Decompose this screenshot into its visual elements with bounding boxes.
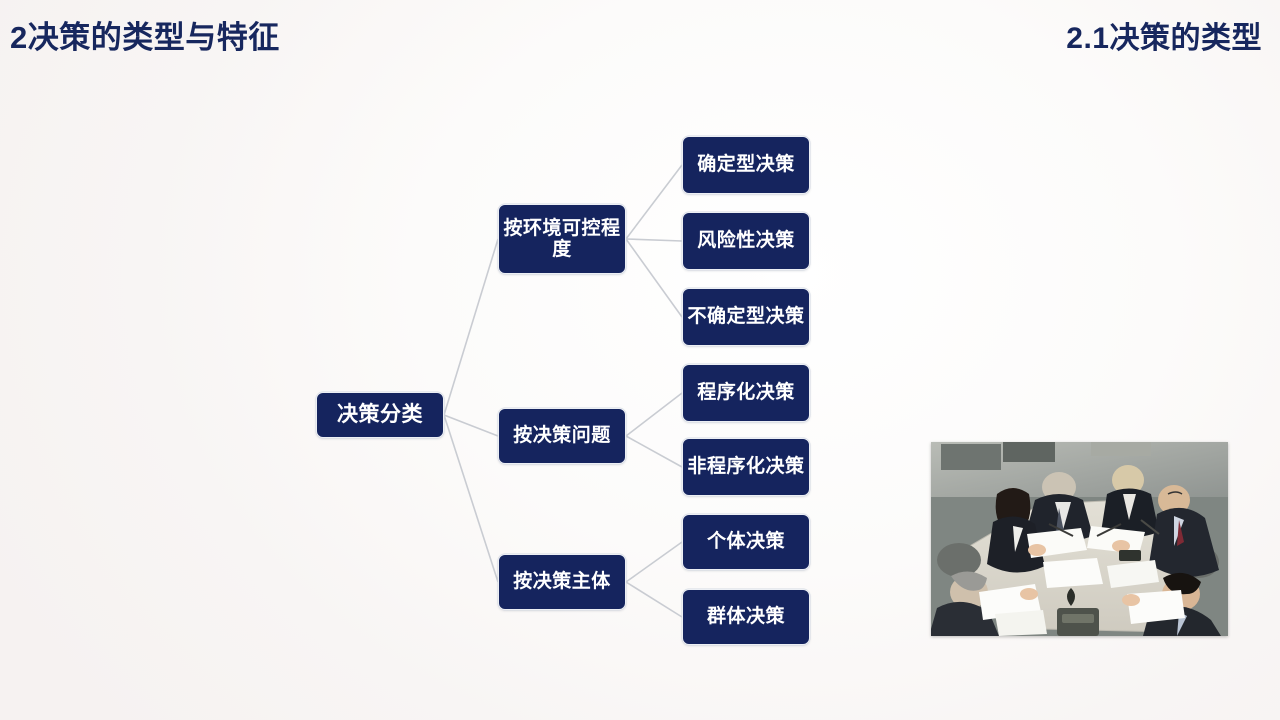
mindmap-leaf-node-1-1[interactable]: 非程序化决策 [682, 438, 810, 496]
mindmap-branch-node-2-label: 按决策主体 [513, 571, 611, 593]
mindmap-leaf-node-0-1[interactable]: 风险性决策 [682, 212, 810, 270]
connector-branch-1-leaf-1 [625, 435, 683, 468]
connector-branch-2-leaf-0 [625, 541, 683, 583]
mindmap-leaf-node-1-0-label: 程序化决策 [697, 382, 795, 404]
mindmap-branch-node-1-label: 按决策问题 [513, 425, 611, 447]
mindmap-leaf-node-0-2[interactable]: 不确定型决策 [682, 288, 810, 346]
connector-branch-0-leaf-0 [625, 164, 683, 240]
connector-root-branch-2 [443, 414, 499, 583]
mindmap-branch-node-2[interactable]: 按决策主体 [498, 554, 626, 610]
business-meeting-photo [931, 442, 1228, 636]
meeting-illustration [931, 442, 1228, 636]
mindmap-leaf-node-2-1[interactable]: 群体决策 [682, 589, 810, 645]
mindmap-leaf-node-0-1-label: 风险性决策 [697, 230, 795, 252]
mindmap-leaf-node-1-0[interactable]: 程序化决策 [682, 364, 810, 422]
connector-root-branch-1 [443, 414, 499, 437]
mindmap-root-node[interactable]: 决策分类 [316, 392, 444, 438]
connector-root-branch-0 [443, 238, 499, 416]
page-title: 2决策的类型与特征 [10, 20, 280, 55]
mindmap-leaf-node-1-1-label: 非程序化决策 [687, 456, 805, 478]
mindmap-branch-node-0[interactable]: 按环境可控程度 [498, 204, 626, 274]
connector-branch-0-leaf-1 [625, 238, 683, 242]
mindmap-root-node-label: 决策分类 [337, 403, 423, 427]
mindmap-branch-node-1[interactable]: 按决策问题 [498, 408, 626, 464]
connector-branch-2-leaf-1 [625, 581, 683, 618]
connector-branch-0-leaf-2 [625, 238, 683, 318]
mindmap-leaf-node-2-1-label: 群体决策 [706, 606, 785, 628]
mindmap-leaf-node-0-0[interactable]: 确定型决策 [682, 136, 810, 194]
section-title: 2.1决策的类型 [1066, 22, 1262, 55]
mindmap-leaf-node-2-0-label: 个体决策 [706, 531, 785, 553]
connector-branch-1-leaf-0 [625, 392, 683, 437]
mindmap-branch-node-0-label: 按环境可控程度 [503, 217, 621, 260]
mindmap-leaf-node-2-0[interactable]: 个体决策 [682, 514, 810, 570]
mindmap-leaf-node-0-2-label: 不确定型决策 [687, 306, 805, 328]
mindmap-leaf-node-0-0-label: 确定型决策 [697, 154, 795, 176]
